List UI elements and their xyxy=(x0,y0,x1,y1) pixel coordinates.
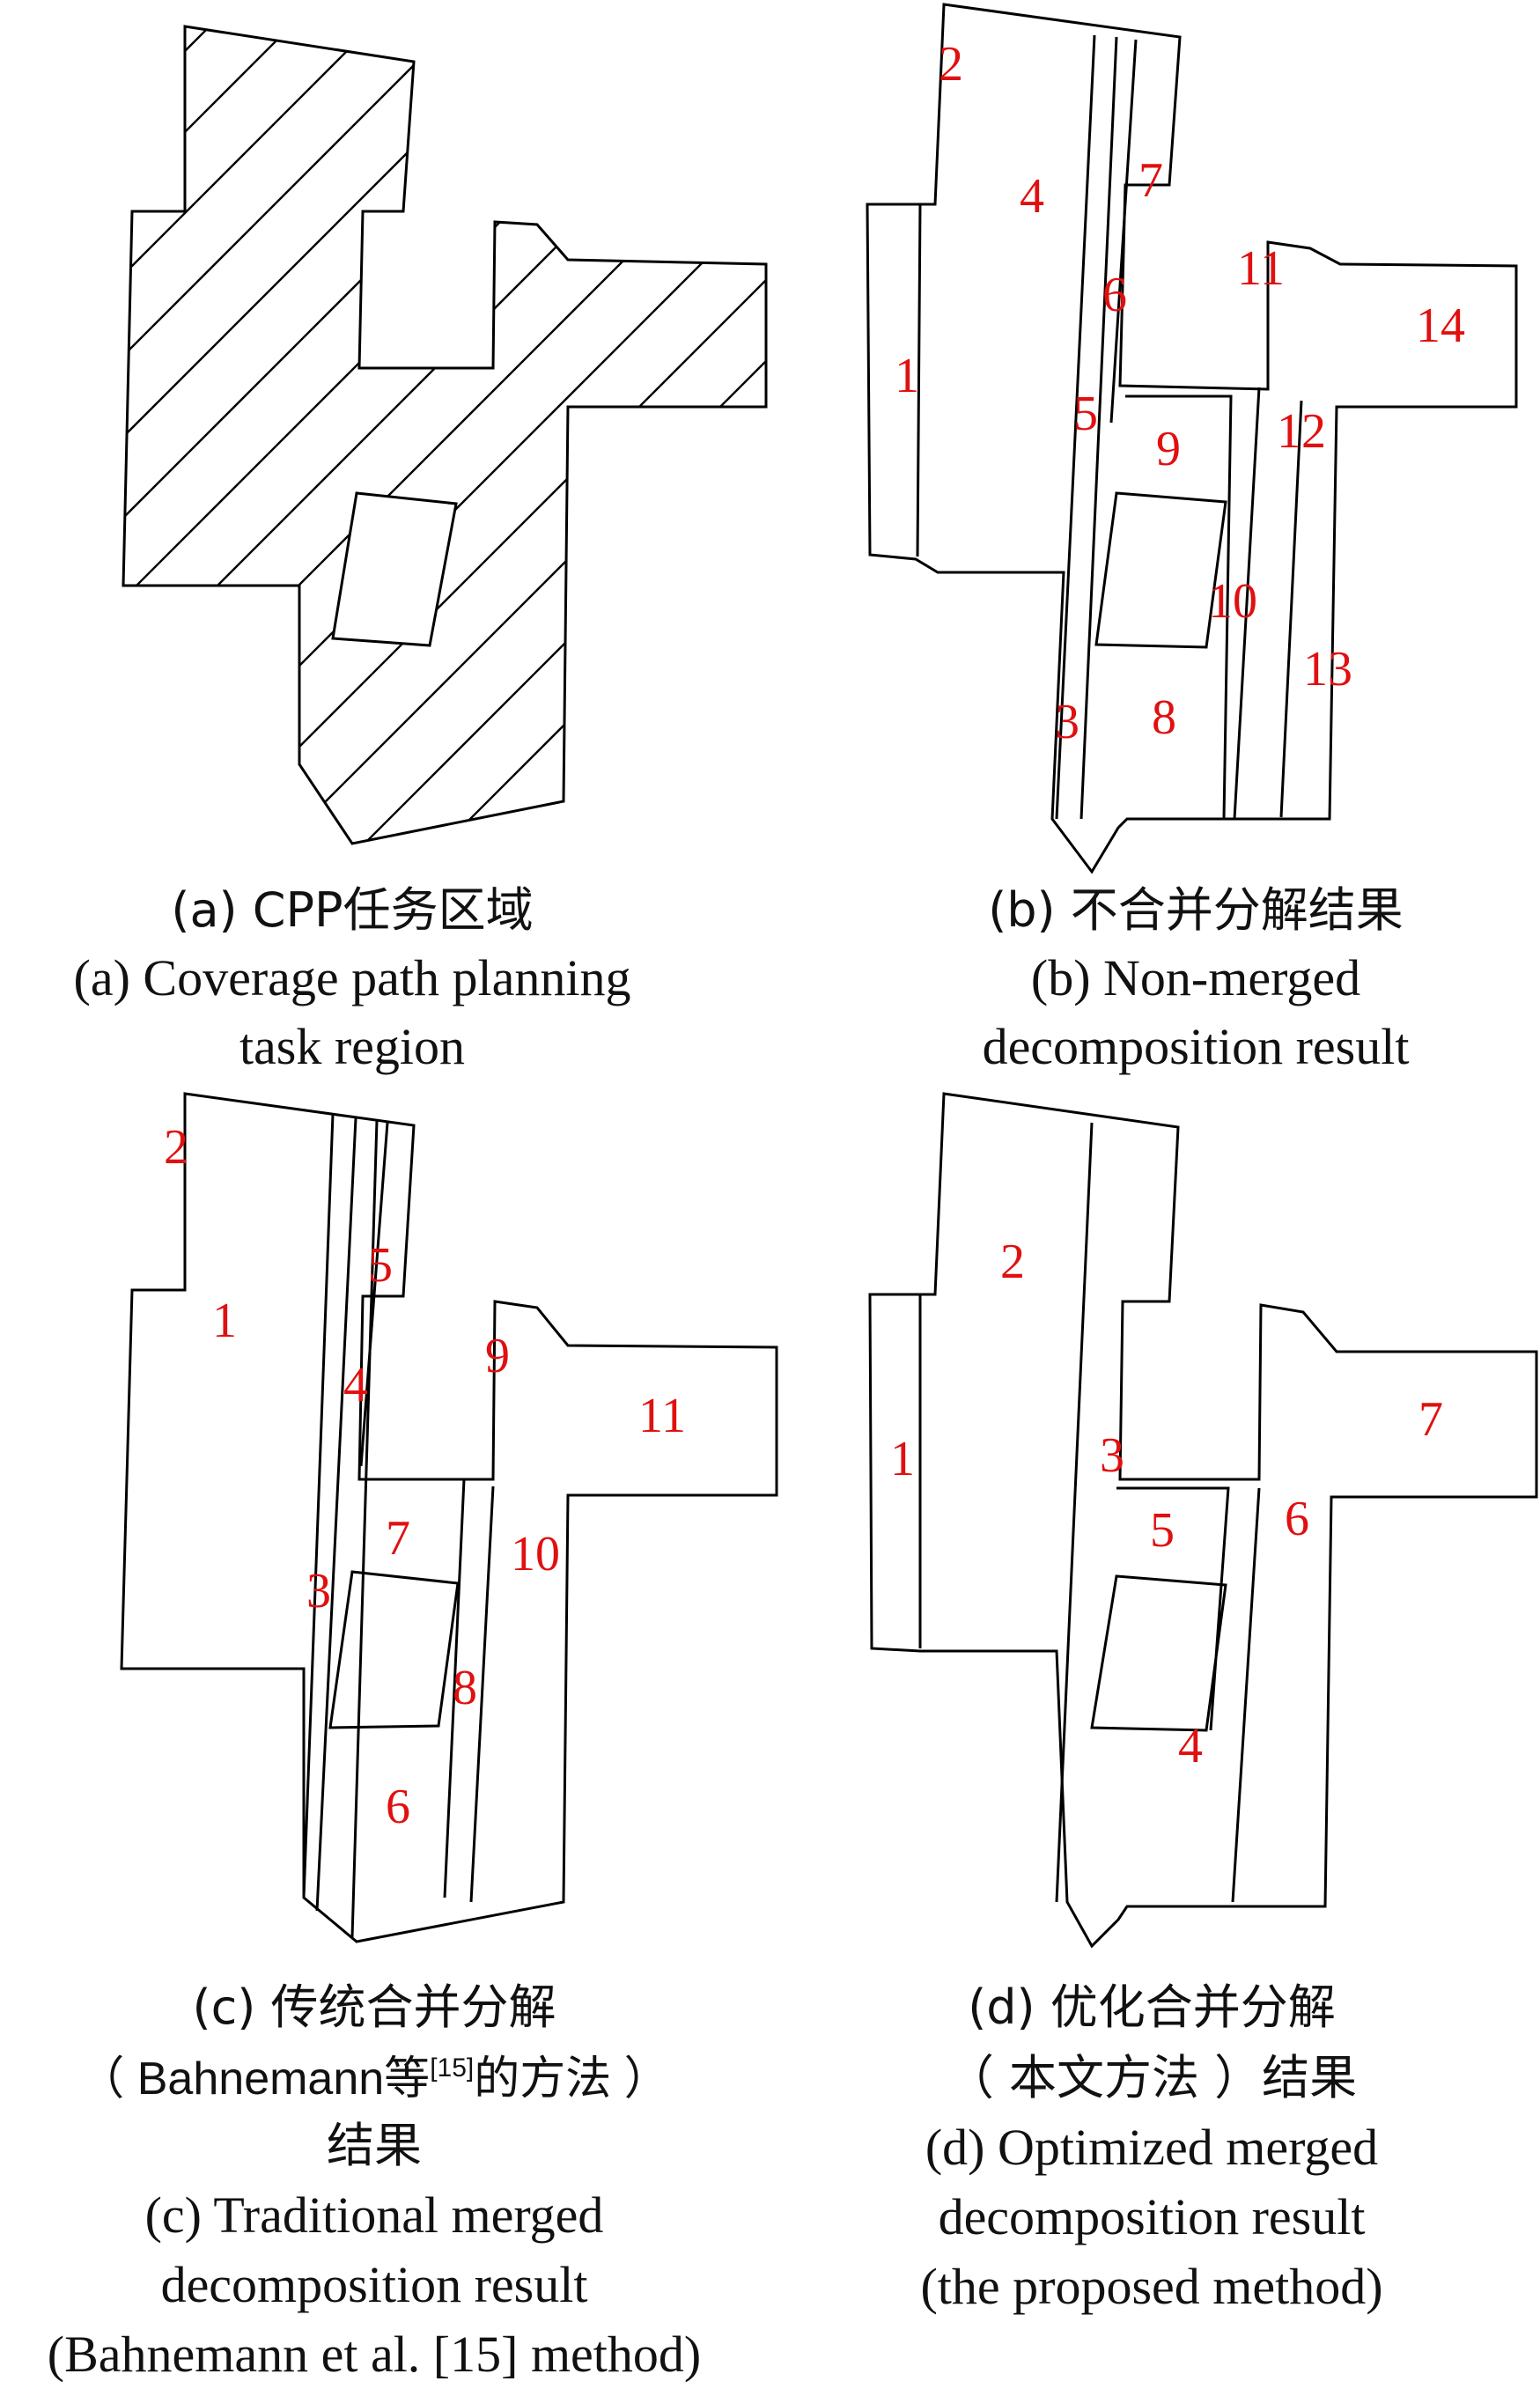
hatch-line xyxy=(123,26,318,844)
panel-d-label-3: 3 xyxy=(1100,1428,1124,1483)
panel-a-caption-cn: (a) CPP任务区域 xyxy=(171,882,533,938)
hatch-line xyxy=(320,26,766,844)
panel-b-label-14: 14 xyxy=(1416,299,1465,353)
hatch-line xyxy=(123,26,399,844)
panel-c-traditional-merged: 1 2 3 4 5 6 7 8 9 10 11 (c) 传统合并分解 （ Bah… xyxy=(48,1092,778,2383)
panel-b-label-3: 3 xyxy=(1055,695,1079,749)
panel-d-label-6: 6 xyxy=(1285,1492,1309,1546)
panel-a-region-outline xyxy=(122,25,768,845)
panel-d-label-5: 5 xyxy=(1150,1503,1175,1558)
hatch-line xyxy=(401,26,766,844)
panel-c-label-7: 7 xyxy=(386,1511,410,1566)
panel-c-label-2: 2 xyxy=(164,1120,188,1175)
panel-c-label-6: 6 xyxy=(386,1780,410,1834)
hatch-line xyxy=(123,26,642,844)
panel-d-caption-en-1: (d) Optimized merged xyxy=(925,2119,1378,2176)
panel-c-caption-cn-1: (c) 传统合并分解 xyxy=(193,1979,556,2035)
hatch-line xyxy=(123,26,766,844)
hatch-line xyxy=(725,26,766,844)
panel-c-label-11: 11 xyxy=(638,1389,686,1443)
hatch-line xyxy=(123,26,766,844)
hatch-line xyxy=(482,26,766,844)
panel-c-caption-en-1: (c) Traditional merged xyxy=(145,2186,604,2244)
panel-d-caption-en-3: (the proposed method) xyxy=(920,2258,1382,2315)
panel-d-label-7: 7 xyxy=(1418,1392,1443,1447)
panel-b-caption-en-2: decomposition result xyxy=(983,1018,1410,1075)
panel-c-label-9: 9 xyxy=(485,1329,510,1383)
panel-c-caption-cn-3: 结果 xyxy=(327,2118,422,2173)
hatch-line xyxy=(644,26,766,844)
hatch-line xyxy=(123,26,561,844)
hatch-line xyxy=(888,0,1540,969)
panel-b-label-5: 5 xyxy=(1073,387,1098,441)
panel-d-optimized-merged: 1 2 3 4 5 6 7 (d) 优化合并分解 （ 本文方法 ）结果 (d) … xyxy=(868,1092,1538,2315)
panel-b-label-6: 6 xyxy=(1102,268,1127,322)
hatch-line xyxy=(0,0,74,969)
panel-b-region-outline xyxy=(866,3,1518,874)
panel-c-label-1: 1 xyxy=(212,1294,237,1348)
panel-a-task-region: (a) CPP任务区域 (a) Coverage path planning t… xyxy=(0,0,1540,1075)
hatch-line xyxy=(123,26,480,844)
panel-b-non-merged: 1 2 3 4 5 6 7 8 9 10 11 12 13 14 (b) 不合并… xyxy=(866,3,1518,1075)
panel-b-caption-en-1: (b) Non-merged xyxy=(1031,949,1360,1006)
panel-d-label-4: 4 xyxy=(1178,1719,1203,1773)
panel-b-caption-cn: (b) 不合并分解结果 xyxy=(988,882,1404,938)
panel-a-hatching xyxy=(0,0,1540,969)
panel-c-label-10: 10 xyxy=(511,1527,560,1581)
panel-d-label-1: 1 xyxy=(890,1432,915,1486)
panel-d-region-outline xyxy=(868,1092,1538,1949)
panel-a-caption-en-2: task region xyxy=(239,1018,465,1075)
panel-b-label-12: 12 xyxy=(1277,404,1326,459)
panel-c-region-outline xyxy=(120,1092,778,1943)
panel-d-caption-cn-2: （ 本文方法 ）结果 xyxy=(947,2050,1357,2105)
hatch-line xyxy=(563,26,766,844)
panel-c-label-4: 4 xyxy=(343,1358,368,1412)
panel-b-label-4: 4 xyxy=(1020,169,1044,224)
panel-c-label-5: 5 xyxy=(368,1238,393,1293)
panel-d-cell-lines xyxy=(918,1122,1261,1903)
hatch-line xyxy=(123,26,766,844)
panel-b-label-10: 10 xyxy=(1208,574,1257,629)
panel-d-label-2: 2 xyxy=(1000,1235,1025,1289)
panel-b-label-7: 7 xyxy=(1138,153,1163,208)
panel-c-cell-lines xyxy=(302,1113,495,1938)
panel-a-obstacle xyxy=(331,491,458,647)
panel-d-caption-en-2: decomposition result xyxy=(939,2188,1366,2245)
panel-c-label-8: 8 xyxy=(453,1661,477,1715)
hatch-line xyxy=(123,26,766,844)
panel-b-label-9: 9 xyxy=(1156,422,1181,476)
panel-b-label-2: 2 xyxy=(939,37,963,92)
panel-b-cell-lines xyxy=(916,34,1303,820)
panel-c-label-3: 3 xyxy=(306,1564,331,1618)
hatch-line xyxy=(239,26,766,844)
hatch-line xyxy=(123,26,237,844)
panel-c-caption-en-2: decomposition result xyxy=(161,2256,588,2313)
panel-a-caption-en-1: (a) Coverage path planning xyxy=(74,949,631,1006)
hatch-line xyxy=(123,26,723,844)
hatch-line xyxy=(158,26,766,844)
panel-b-label-8: 8 xyxy=(1152,690,1176,745)
panel-c-caption-cn-2: （ Bahnemann等[15]的方法 ） xyxy=(78,2053,669,2105)
panel-d-caption-cn-1: (d) 优化合并分解 xyxy=(968,1979,1336,2035)
panel-b-label-11: 11 xyxy=(1237,241,1285,296)
hatch-line xyxy=(1212,0,1540,969)
panel-b-label-1: 1 xyxy=(895,349,919,403)
hatch-line xyxy=(123,26,156,844)
panel-b-label-13: 13 xyxy=(1303,642,1352,697)
panel-c-caption-en-3: (Bahnemann et al. [15] method) xyxy=(48,2326,701,2383)
